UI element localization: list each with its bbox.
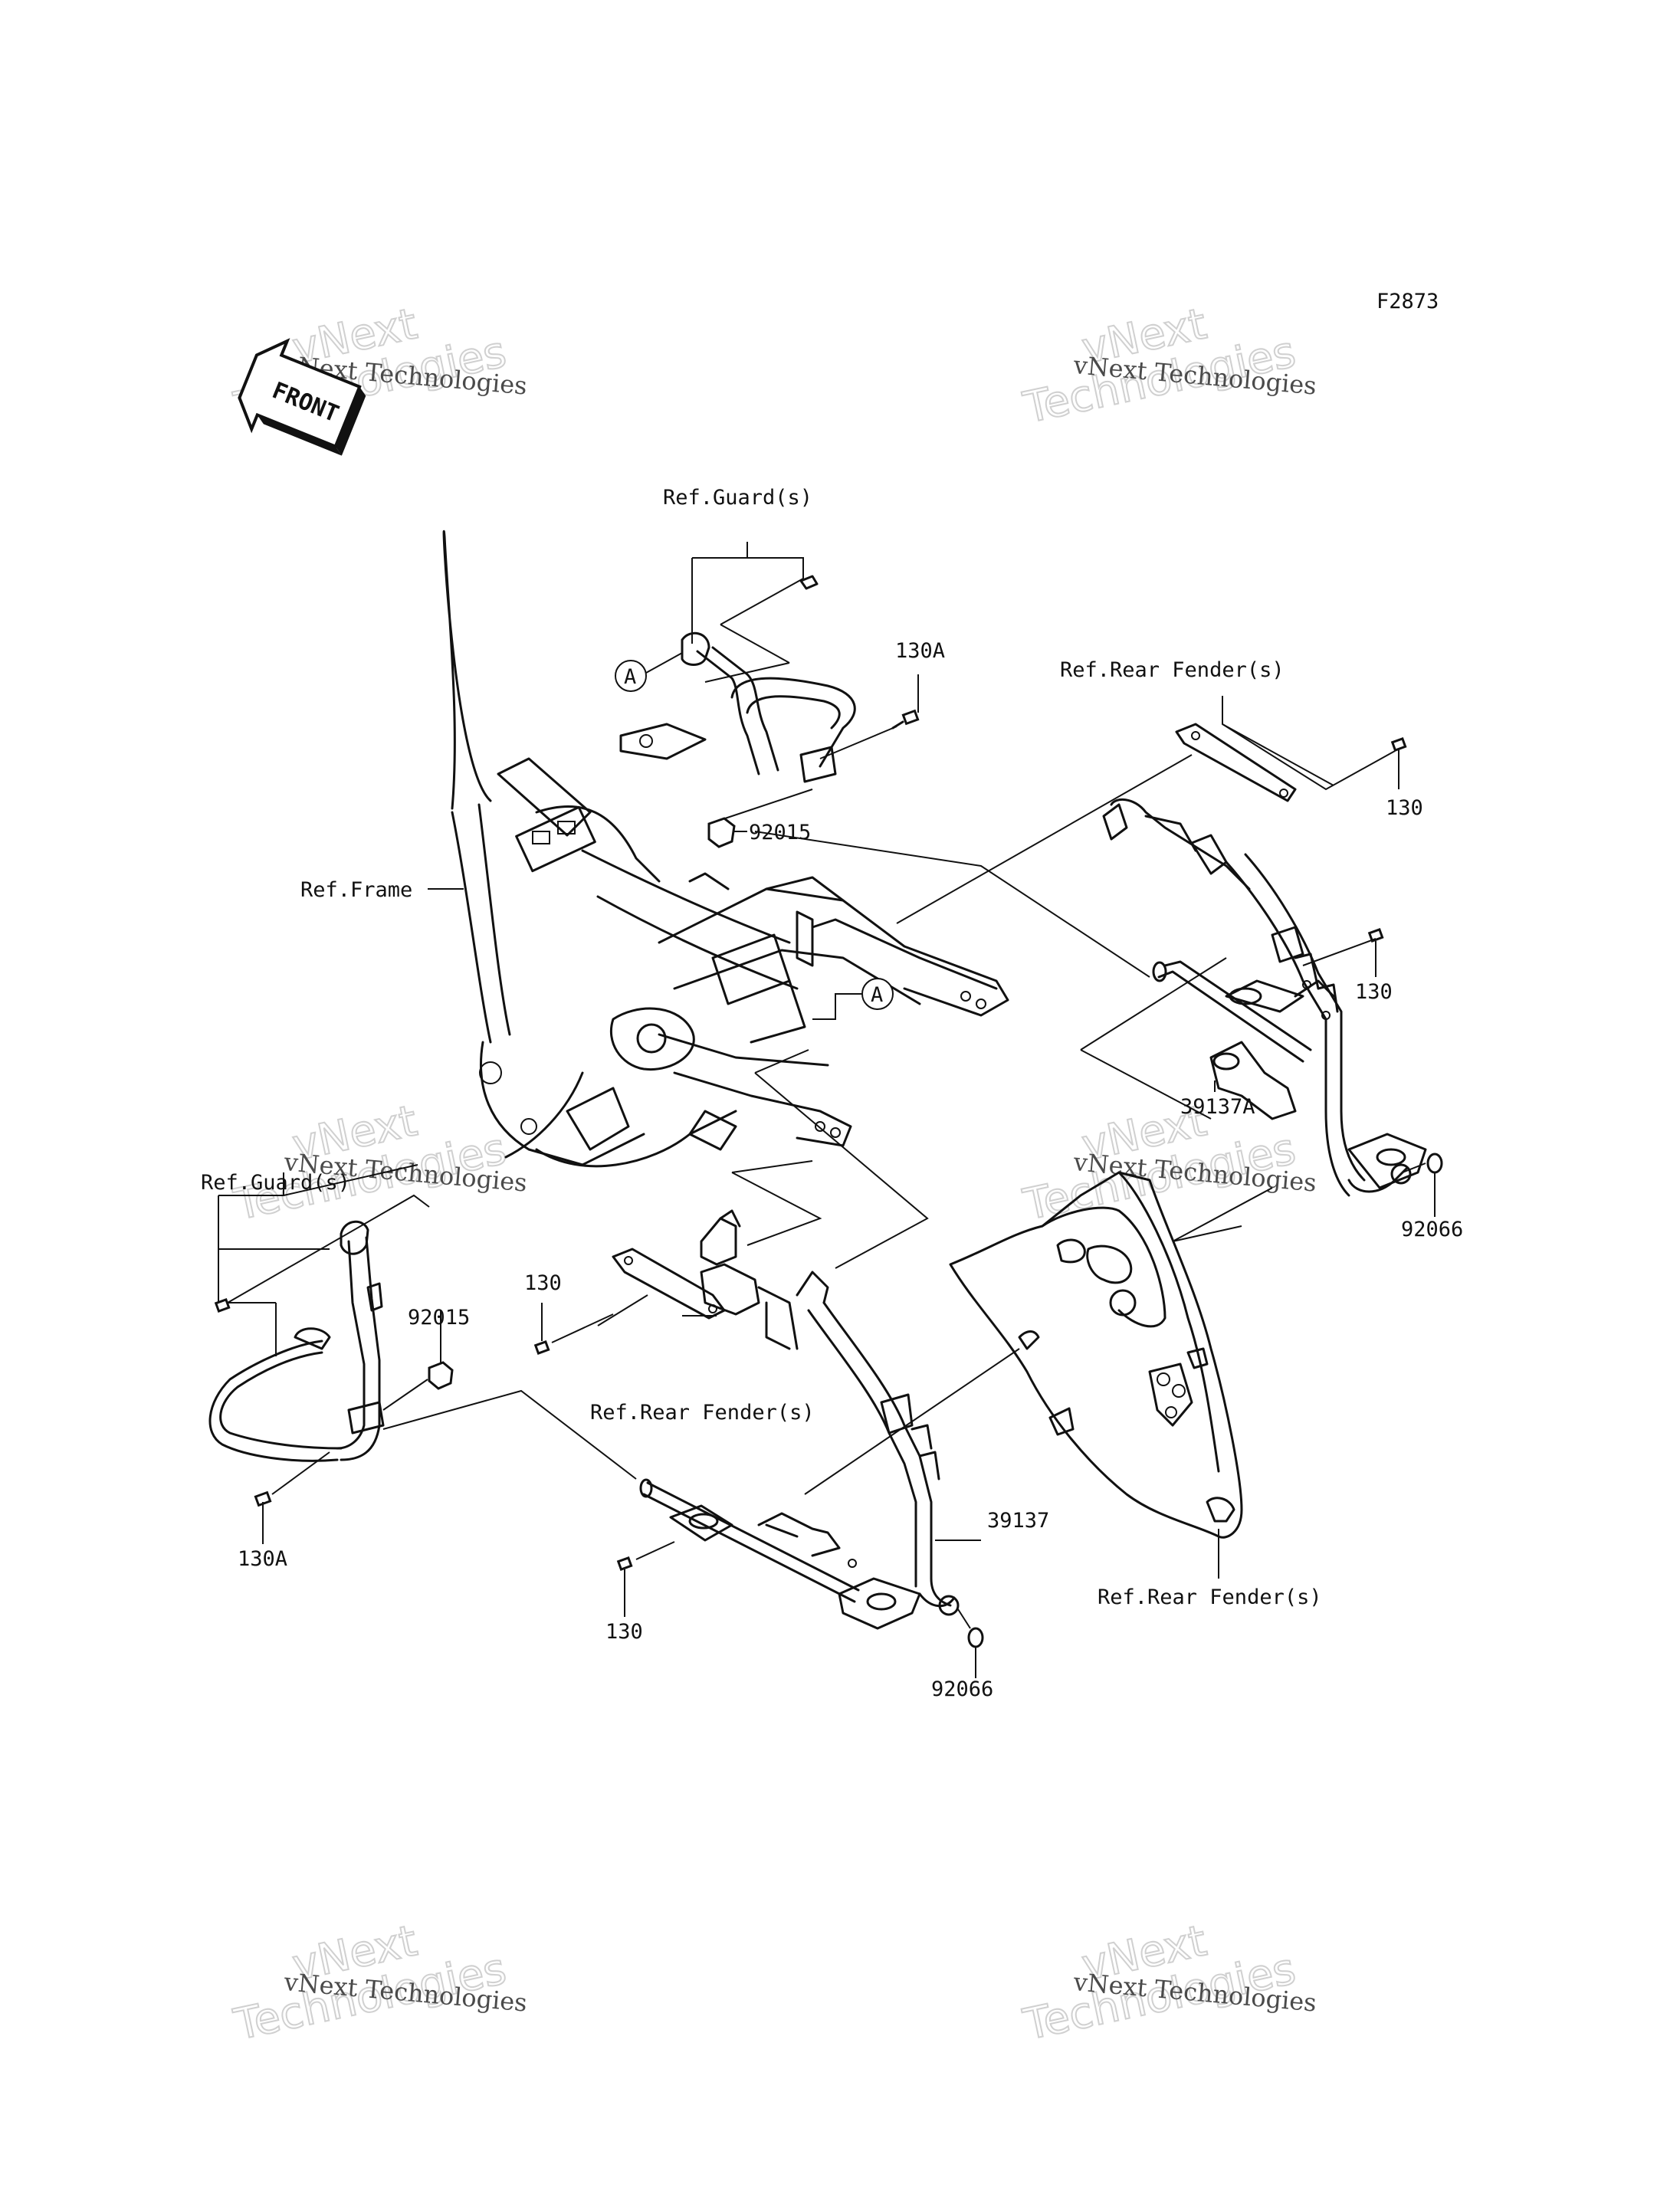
svg-text:A: A [871, 983, 883, 1007]
left-guard-assembly [208, 1164, 418, 1462]
leader-rear-fender-top [1222, 696, 1396, 791]
label-ref-frame: Ref.Frame [300, 878, 412, 902]
bolt-top-guard [799, 575, 819, 590]
bolt-130-right-mid [1367, 927, 1384, 977]
cap-92066-right [1426, 1153, 1443, 1217]
bolt-130-left [533, 1303, 614, 1355]
label-92066-bottom: 92066 [931, 1677, 993, 1701]
bolt-130-right-top [1390, 736, 1407, 789]
label-92066-right: 92066 [1401, 1218, 1463, 1241]
bolt-130a-bottom [254, 1451, 330, 1544]
frame-assembly [442, 530, 1009, 1168]
rear-fender [949, 1171, 1243, 1579]
label-130-bottom: 130 [605, 1620, 643, 1644]
right-bracket-39137a [1102, 723, 1427, 1197]
bolt-left-guard [214, 1194, 430, 1313]
leader-bracket-right-2 [1080, 1049, 1212, 1120]
front-arrow-icon: FRONT [238, 338, 366, 456]
cap-92066-bottom [957, 1608, 984, 1678]
leader-rear-fender-top-2 [1222, 723, 1334, 786]
marker-a-top: A [615, 652, 683, 692]
leader-130-right-mid [1302, 938, 1376, 966]
leader-92015-right [754, 831, 1150, 978]
label-ref-rear-fender-mid: Ref.Rear Fender(s) [590, 1401, 815, 1425]
label-92015-top: 92015 [749, 821, 811, 844]
leader-frame-center [754, 1072, 929, 1269]
leader-bracket-right [1080, 957, 1227, 1051]
label-130-right-top: 130 [1386, 796, 1423, 820]
leader-frame-right [896, 754, 1193, 924]
label-ref-rear-fender-top: Ref.Rear Fender(s) [1060, 658, 1285, 682]
label-130-right-mid: 130 [1355, 980, 1393, 1004]
bolt-130-bottom [616, 1541, 675, 1617]
svg-text:A: A [624, 665, 636, 689]
nut-92015-left [382, 1310, 454, 1411]
leader-guard-left-center [382, 1389, 637, 1480]
label-130a-top: 130A [895, 639, 945, 663]
label-39137a: 39137A [1180, 1095, 1255, 1119]
label-130-left: 130 [524, 1271, 562, 1295]
bolt-130a-top [819, 674, 920, 759]
center-bracket-39137 [597, 1209, 960, 1630]
diagram-code: F2873 [1376, 290, 1439, 313]
leader-frame-center-2 [754, 1049, 809, 1074]
label-ref-guard-left: Ref.Guard(s) [201, 1171, 350, 1195]
label-ref-guard-top: Ref.Guard(s) [663, 486, 812, 510]
label-92015-left: 92015 [408, 1306, 470, 1330]
marker-a-mid: A [812, 978, 894, 1020]
top-guard-assembly [619, 542, 856, 783]
leader-92066-right-a [1402, 1162, 1426, 1173]
label-39137: 39137 [987, 1509, 1049, 1533]
leader-rear-fender-center [804, 1348, 1020, 1495]
label-ref-rear-fender-bottom: Ref.Rear Fender(s) [1098, 1585, 1322, 1609]
nut-92015-top [707, 789, 813, 848]
leader-frame-left-2 [731, 1160, 813, 1173]
label-130a-bottom: 130A [238, 1547, 287, 1571]
leader-rear-fender-right [1172, 1187, 1273, 1242]
leader-frame-left [731, 1172, 822, 1246]
